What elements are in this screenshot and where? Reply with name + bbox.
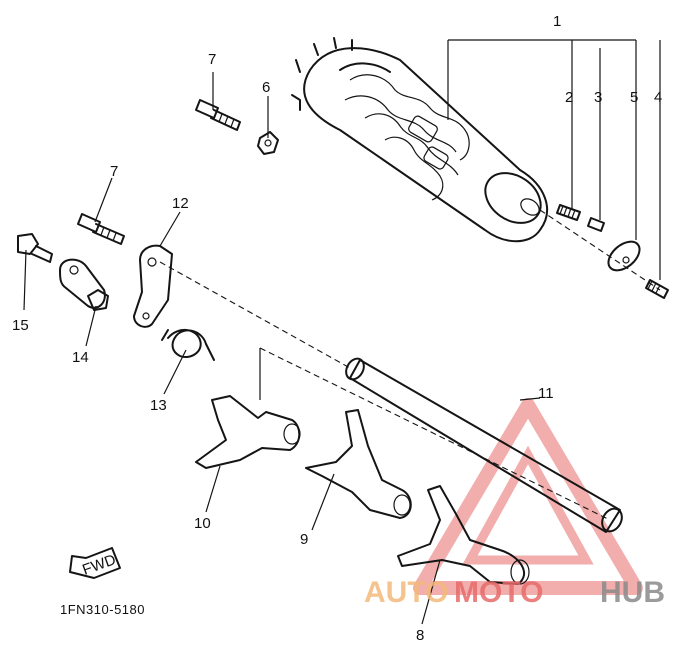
- watermark-text-hub: HUB: [600, 576, 665, 609]
- callout-6: 6: [262, 79, 270, 96]
- callout-13: 13: [150, 397, 167, 414]
- nut-6: [257, 131, 279, 155]
- callout-10: 10: [194, 515, 211, 532]
- callout-9: 9: [300, 531, 308, 548]
- callout-5: 5: [630, 89, 638, 106]
- callout-12: 12: [172, 195, 189, 212]
- drum-parts: [556, 204, 669, 299]
- shift-fork-10: [195, 395, 301, 469]
- watermark-text-auto: AUTO: [364, 576, 448, 609]
- shift-fork-9: [305, 409, 412, 519]
- callout-1: 1: [553, 13, 561, 30]
- diagram-code: 1FN310-5180: [60, 602, 145, 617]
- callout-3: 3: [594, 89, 602, 106]
- bolt-15: [17, 233, 53, 263]
- shift-arm-12: [133, 244, 173, 328]
- fork-shaft-11: [345, 357, 623, 533]
- leader-lines: [23, 39, 661, 625]
- fwd-arrow: FWD: [69, 547, 121, 579]
- callout-11: 11: [538, 385, 554, 402]
- callout-7-top: 7: [208, 51, 216, 68]
- bolts-7: [77, 99, 241, 245]
- watermark-triangle: [413, 398, 643, 595]
- callout-8: 8: [416, 627, 424, 644]
- lever-14: [59, 258, 109, 311]
- shift-fork-8: [397, 485, 530, 585]
- callout-2: 2: [565, 89, 573, 106]
- watermark-text-moto: MOTO: [454, 576, 543, 609]
- callout-15: 15: [12, 317, 29, 334]
- shift-drum: [291, 37, 549, 243]
- fwd-label: FWD: [80, 551, 118, 579]
- spring-13: [161, 329, 215, 361]
- callout-4: 4: [654, 89, 662, 106]
- callout-14: 14: [72, 349, 89, 366]
- watermark-logo: AUTO MOTO HUB: [364, 576, 665, 609]
- callout-7-mid: 7: [110, 163, 118, 180]
